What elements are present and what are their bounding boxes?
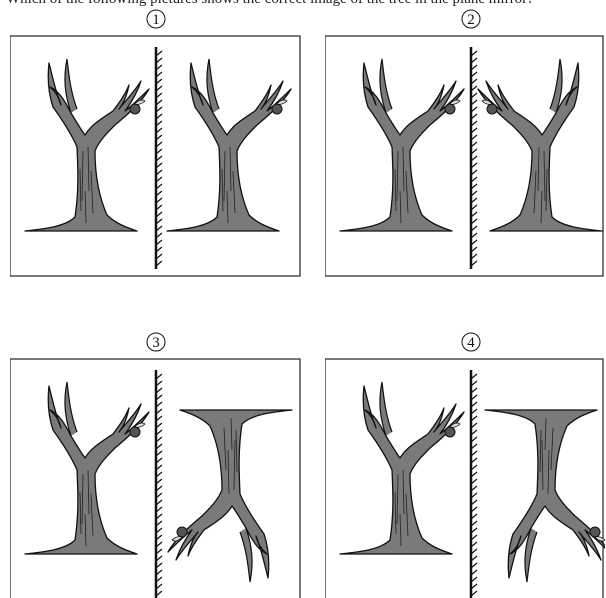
left-branch — [379, 381, 393, 437]
left-branch — [379, 58, 393, 114]
panel-frame — [10, 35, 301, 277]
left-branch — [239, 527, 253, 583]
panel-frame — [325, 35, 604, 277]
apple-icon — [589, 526, 605, 542]
panel-3-number: 3 — [152, 335, 160, 351]
left-branch — [64, 381, 78, 437]
bark-texture — [533, 146, 548, 224]
apple-icon — [481, 99, 498, 115]
bark-texture — [394, 469, 409, 547]
panel-4-number: 4 — [467, 335, 475, 351]
apple-icon — [129, 422, 146, 438]
tree-image-icon — [484, 409, 605, 583]
circled-number-2: 2 — [461, 9, 481, 29]
panel-2-number: 2 — [467, 12, 475, 28]
mirror-icon — [154, 47, 163, 269]
trunk-shape — [484, 409, 605, 579]
apple-icon — [129, 99, 146, 115]
trunk-shape — [167, 409, 293, 579]
trunk-shape — [477, 62, 603, 232]
left-branch — [524, 527, 538, 583]
panel-frame — [10, 358, 301, 598]
tree-object-icon — [24, 58, 150, 232]
left-branch — [549, 58, 563, 114]
mirror-icon — [469, 370, 478, 598]
panel-3[interactable]: 3 — [10, 330, 302, 598]
panel-1-number: 1 — [152, 12, 160, 28]
tree-image-icon — [477, 58, 603, 232]
trunk-shape — [339, 385, 465, 555]
trunk-shape — [24, 385, 150, 555]
apple-icon — [271, 99, 288, 115]
left-branch — [64, 58, 78, 114]
panel-3-svg: 3 — [10, 332, 301, 598]
mirror-icon — [469, 47, 478, 269]
tree-object-icon — [339, 58, 465, 232]
panel-1-svg: 1 — [10, 9, 301, 277]
left-branch — [206, 58, 220, 114]
tree-image-icon — [166, 58, 292, 232]
trunk-shape — [166, 62, 292, 232]
circled-number-4: 4 — [461, 332, 481, 352]
bark-texture — [221, 146, 236, 224]
apple-icon — [171, 526, 188, 542]
circled-number-1: 1 — [146, 9, 166, 29]
apple-icon — [444, 422, 461, 438]
bark-texture — [539, 417, 554, 495]
trunk-shape — [339, 62, 465, 232]
tree-object-icon — [339, 381, 465, 555]
panel-frame — [325, 358, 604, 598]
panel-2-svg: 2 — [325, 9, 604, 277]
trunk-shape — [24, 62, 150, 232]
bark-texture — [223, 417, 238, 495]
panel-1[interactable]: 1 — [10, 7, 302, 277]
tree-object-icon — [24, 381, 150, 555]
bark-texture — [79, 146, 94, 224]
panel-4-svg: 4 — [325, 332, 605, 598]
tree-image-icon — [167, 409, 293, 583]
panel-2[interactable]: 2 — [325, 7, 605, 277]
bark-texture — [79, 469, 94, 547]
apple-icon — [444, 99, 461, 115]
panel-4[interactable]: 4 — [325, 330, 605, 598]
bark-texture — [394, 146, 409, 224]
mirror-icon — [154, 370, 163, 598]
question-caption: Which of the following pictures shows th… — [0, 0, 606, 13]
circled-number-3: 3 — [146, 332, 166, 352]
